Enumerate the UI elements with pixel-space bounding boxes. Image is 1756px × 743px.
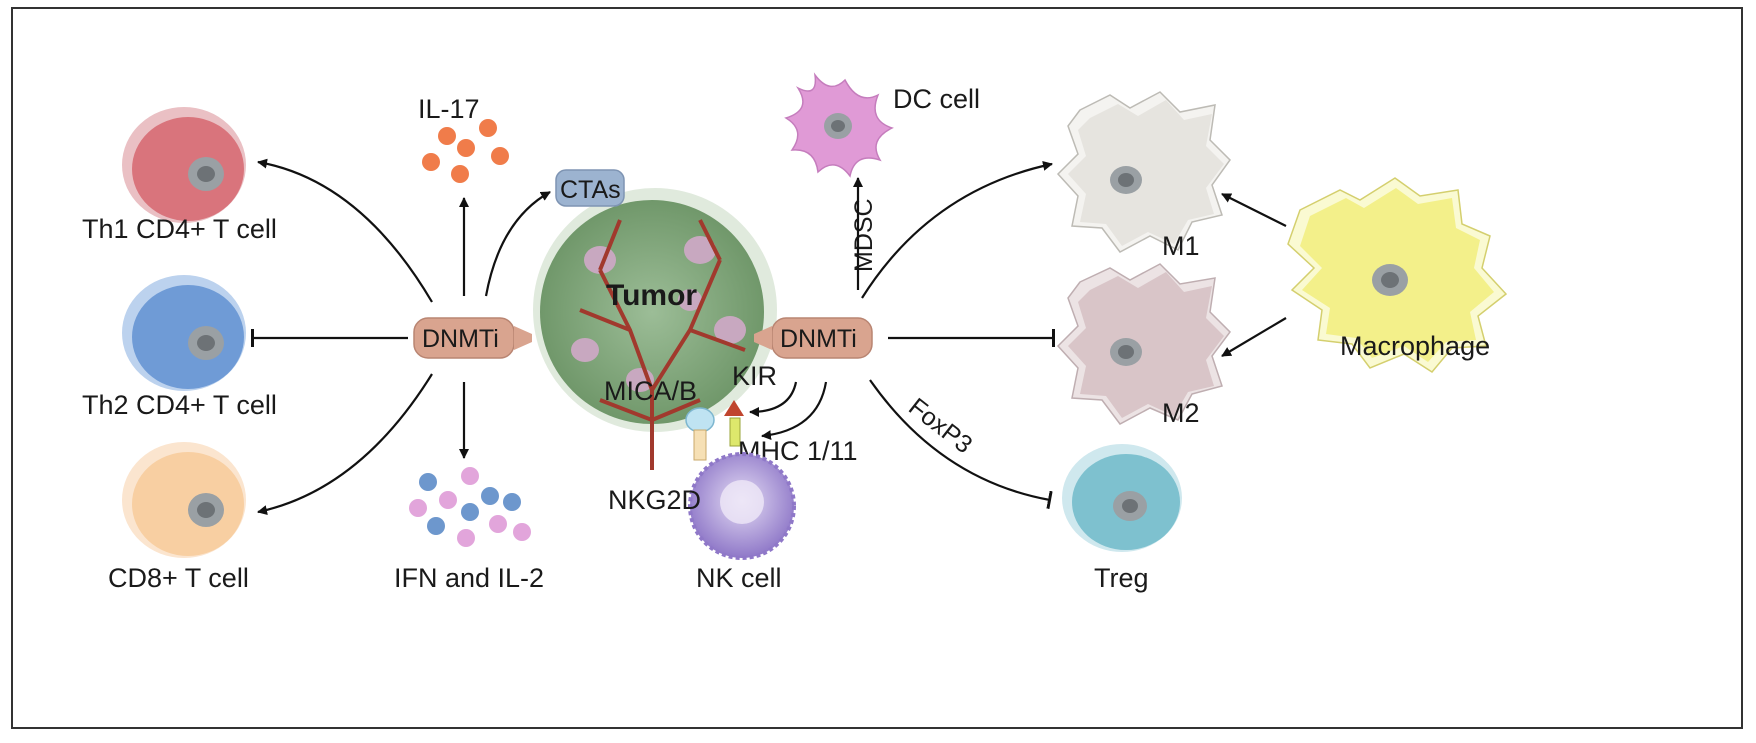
ctas-shape (555, 169, 625, 207)
nkg2d-label: NKG2D (608, 485, 701, 515)
tumor-mass (533, 188, 777, 470)
m2-cell (1056, 263, 1231, 425)
dnmti-right-label: DNMTi (780, 325, 857, 353)
arrow-macrophage-m1 (1221, 193, 1287, 227)
kir-label: KIR (732, 361, 777, 391)
cd8-cell (122, 442, 246, 558)
arrows-left (251, 158, 551, 515)
macrophage-label: Macrophage (1340, 331, 1490, 361)
m1-label: M1 (1162, 231, 1200, 261)
dnmti-left-shape (413, 317, 532, 359)
tumor-vessels (579, 219, 746, 470)
arrow-dnmti-ctas (484, 191, 551, 297)
macrophage-cell (1287, 177, 1508, 373)
arrow-macrophage-m2 (1221, 317, 1287, 357)
ctas-label: CTAs (560, 176, 621, 204)
arrow-dnmti-kir (749, 381, 798, 417)
arrow-dnmti-cd8 (257, 373, 433, 515)
th2-label: Th2 CD4+ T cell (82, 390, 277, 420)
th1-cell (122, 107, 246, 223)
arrow-dnmti-mhc (761, 381, 828, 441)
nk-cell-label: NK cell (696, 563, 782, 593)
il17-label: IL-17 (418, 94, 480, 124)
dnmti-left-label: DNMTi (422, 325, 499, 353)
treg-cell (1062, 444, 1182, 552)
kir-receptor (724, 400, 744, 447)
dc-cell (784, 72, 894, 178)
tumor-label: Tumor (606, 279, 697, 312)
nk-cell (688, 452, 796, 560)
ifn-il2-particles (409, 467, 531, 547)
treg-label: Treg (1094, 563, 1149, 593)
inhibit-dnmti-treg (869, 379, 1053, 510)
m2-label: M2 (1162, 398, 1200, 428)
cd8-label: CD8+ T cell (108, 563, 249, 593)
dnmti-right-shape (754, 317, 873, 359)
arrow-dnmti-th1 (257, 158, 433, 303)
nkg2d-receptor (685, 407, 715, 461)
mica-label: MICA/B (604, 376, 697, 406)
il17-particles (422, 119, 509, 183)
th2-cell (122, 275, 246, 391)
th1-label: Th1 CD4+ T cell (82, 214, 277, 244)
arrow-dnmti-m1 (861, 160, 1053, 299)
m1-cell (1056, 91, 1231, 253)
arrows-right (749, 160, 1287, 510)
ifn-label: IFN and IL-2 (394, 563, 544, 593)
dc-cell-label: DC cell (893, 84, 980, 114)
mdsc-label: MDSC (850, 198, 878, 272)
